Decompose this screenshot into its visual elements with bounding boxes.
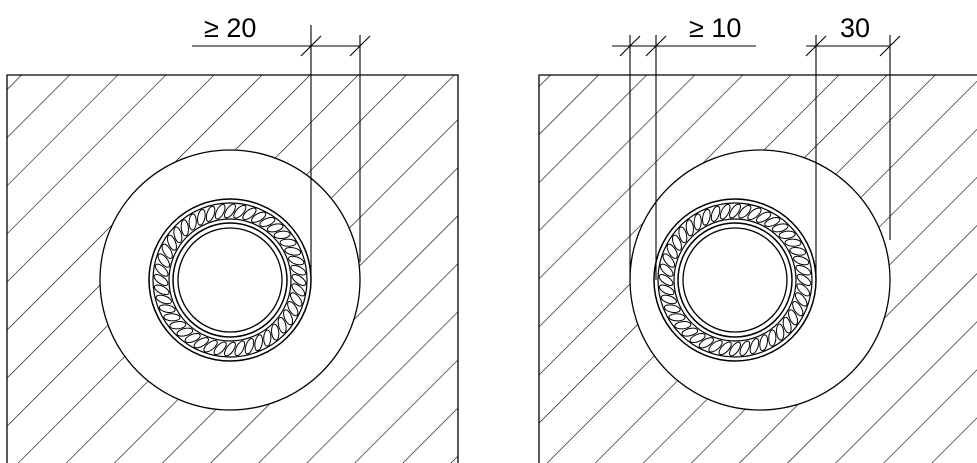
left-dimension xyxy=(192,25,371,280)
right-sleeve-dimension-label: 30 xyxy=(840,13,870,43)
left-wall-block xyxy=(7,75,458,463)
right-gap-dimension-label: ≥ 10 xyxy=(689,13,741,43)
left-dimension-label: ≥ 20 xyxy=(204,13,256,43)
right-wall-block xyxy=(539,75,977,463)
left-detail: ≥ 20 xyxy=(6,13,459,463)
right-detail: ≥ 10 30 xyxy=(538,13,977,463)
left-sleeve-circle xyxy=(99,149,361,411)
left-wall-outline xyxy=(6,74,459,463)
insulation-braid xyxy=(153,203,307,357)
right-gap-dimension xyxy=(612,35,756,280)
right-wall-outline xyxy=(538,74,977,463)
insulation-braid xyxy=(658,203,812,357)
right-insulated-pipe xyxy=(653,198,817,362)
left-insulated-pipe xyxy=(148,198,312,362)
right-sleeve-dimension xyxy=(805,35,901,280)
